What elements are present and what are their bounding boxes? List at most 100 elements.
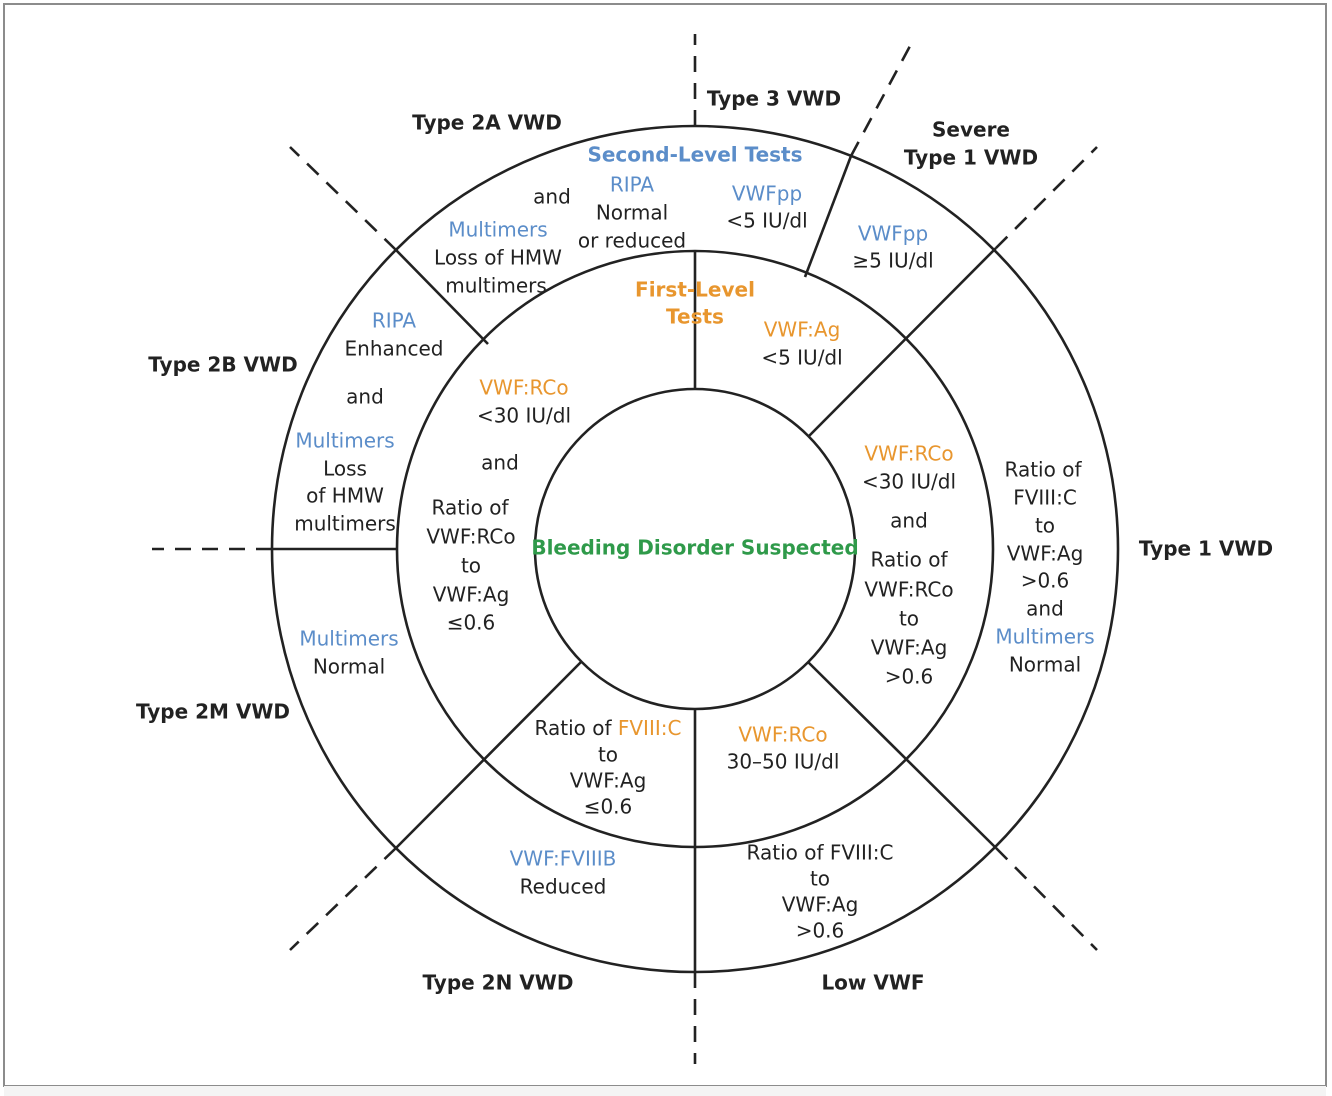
outer-type2b-group: RIPA Enhanced and Multimers Loss of HMW … [294,309,443,536]
inner-type3-line: <5 IU/dl [761,346,842,370]
inner-lowvwf-line: VWF:RCo [738,723,827,747]
inner-type3-group: VWF:Ag <5 IU/dl [761,318,842,370]
dash-lowerleft [289,847,397,951]
inner-type2n-prefix: Ratio of [535,716,618,740]
outer-type2a-line: RIPA [610,173,655,197]
lowvwf-label: Low VWF [821,971,924,995]
inner-type2n-line: ≤0.6 [584,795,633,819]
outer-lowvwf-line: >0.6 [796,919,845,943]
outer-type2a-line: and [533,185,571,209]
inner-type1-line: VWF:Ag [871,636,948,660]
divider-lowerleft [395,661,582,849]
inner-type2n-highlight: FVIII:C [618,716,682,740]
type3-label: Type 3 VWD [707,87,841,111]
first-level-header-2: Tests [666,305,724,329]
outer-type2n-line: Reduced [520,875,607,899]
outer-type1-line: Normal [1009,653,1081,677]
outer-type2m-group: Multimers Normal [299,627,398,679]
inner-type2-line: VWF:RCo [426,525,515,549]
outer-type2b-line: Loss [323,457,367,481]
type2b-label: Type 2B VWD [148,353,297,377]
dash-upperleft [289,146,397,251]
outer-type1-line: FVIII:C [1013,486,1077,510]
outer-type2m-line: Normal [313,655,385,679]
type2a-label: Type 2A VWD [412,111,562,135]
outer-type1-line: VWF:Ag [1007,542,1084,566]
inner-type1-group: VWF:RCo <30 IU/dl and Ratio of VWF:RCo t… [862,442,956,689]
inner-lowvwf-line: 30–50 IU/dl [727,750,840,774]
inner-type2-line: to [461,554,481,578]
outer-lowvwf-line: VWF:Ag [782,893,859,917]
outer-type3-group: VWFpp <5 IU/dl [726,182,807,233]
divider-severe1-outer [803,155,853,278]
inner-type1-line: >0.6 [885,665,934,689]
inner-type1-line: Ratio of [871,548,949,572]
outer-type2n-line: VWF:FVIIIB [510,847,617,871]
outer-type2a-group: and RIPA Normal or reduced Multimers Los… [434,173,686,298]
outer-type2b-line: Multimers [295,429,394,453]
outer-type2b-line: RIPA [372,309,417,333]
dash-upperright [995,146,1098,249]
divider-type2a-outer [395,249,489,345]
outer-type1-line: to [1035,514,1055,538]
outer-severe1-line: ≥5 IU/dl [852,249,933,273]
inner-type1-line: to [899,607,919,631]
inner-type2-group: VWF:RCo <30 IU/dl and Ratio of VWF:RCo t… [426,376,571,635]
outer-type3-line: VWFpp [732,182,802,206]
inner-type2-line: VWF:RCo [479,376,568,400]
bottom-band [4,1086,1326,1096]
outer-type2b-line: and [346,385,384,409]
severe1-label-1: Severe [932,118,1010,142]
outer-type3-line: <5 IU/dl [726,209,807,233]
outer-lowvwf-line: to [810,867,830,891]
inner-type1-line: and [890,509,928,533]
outer-type2a-line: Normal [596,201,668,225]
severe1-label-2: Type 1 VWD [904,146,1038,170]
outer-type2b-line: of HMW [306,484,384,508]
inner-type2n-group: Ratio of FVIII:C to VWF:Ag ≤0.6 [535,716,682,819]
divider-type1-inner [807,247,997,438]
outer-severe1-group: VWFpp ≥5 IU/dl [852,222,933,273]
inner-type2n-line: VWF:Ag [570,769,647,793]
inner-type1-line: VWF:RCo [864,442,953,466]
center-label: Bleeding Disorder Suspected [531,536,858,560]
inner-lowvwf-group: VWF:RCo 30–50 IU/dl [727,723,840,774]
outer-lowvwf-line: Ratio of FVIII:C [747,841,894,865]
outer-type2a-line: or reduced [578,229,686,253]
inner-type3-line: VWF:Ag [764,318,841,342]
outer-type2b-line: Enhanced [345,337,444,361]
inner-type2-line: Ratio of [432,496,510,520]
outer-type1-line: >0.6 [1021,569,1070,593]
outer-type1-line: Ratio of [1005,458,1083,482]
dash-severe1 [849,45,912,157]
inner-type2-line: <30 IU/dl [477,404,571,428]
inner-type1-line: VWF:RCo [864,578,953,602]
outer-type2m-line: Multimers [299,627,398,651]
outer-type2n-group: VWF:FVIIIB Reduced [510,847,617,899]
type2m-label: Type 2M VWD [136,700,290,724]
outer-type2a-line: Multimers [448,218,547,242]
first-level-header-1: First-Level [635,278,755,302]
inner-type2-line: VWF:Ag [433,583,510,607]
outer-severe1-line: VWFpp [858,222,928,246]
second-level-header: Second-Level Tests [587,143,802,167]
outer-type2a-line: Loss of HMW [434,246,562,270]
divider-lowerright [807,661,997,849]
figure-frame [3,3,1327,1087]
outer-type1-group: Ratio of FVIII:C to VWF:Ag >0.6 and Mult… [995,458,1094,677]
dash-lowerright [995,847,1098,951]
outer-type2a-line: multimers [445,274,547,298]
outer-lowvwf-group: Ratio of FVIII:C to VWF:Ag >0.6 [747,841,894,943]
type2n-label: Type 2N VWD [423,971,574,995]
outer-type1-line: and [1026,597,1064,621]
inner-type2n-line: to [598,743,618,767]
inner-type2n-ratio-line: Ratio of FVIII:C [535,716,682,740]
outer-type2b-line: multimers [294,512,396,536]
inner-type1-line: <30 IU/dl [862,470,956,494]
outer-type1-line: Multimers [995,625,1094,649]
inner-type2-line: ≤0.6 [447,611,496,635]
inner-type2-line: and [481,451,519,475]
type1-label: Type 1 VWD [1139,537,1273,561]
